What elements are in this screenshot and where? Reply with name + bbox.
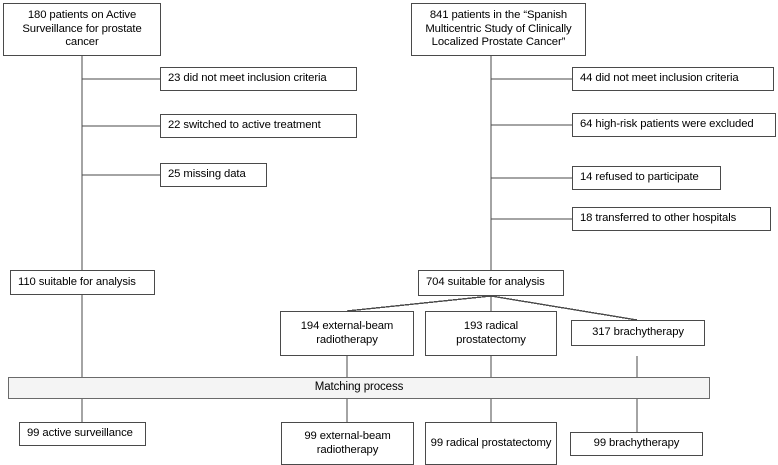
- exclusion-right-2-label: 64 high-risk patients were excluded: [580, 118, 754, 131]
- treatment-arm-1-label: 194 external-beam radiotherapy: [300, 319, 394, 346]
- exclusion-left-2-label: 22 switched to active treatment: [168, 119, 321, 132]
- matched-arm-prostatectomy: 99 radical prostatectomy: [425, 422, 557, 465]
- source-box-left: 180 patients on Active Surveillance for …: [3, 3, 161, 56]
- exclusion-right-3-label: 14 refused to participate: [580, 171, 699, 184]
- matched-arm-4-label: 99 brachytherapy: [593, 437, 680, 450]
- exclusion-right-4-label: 18 transferred to other hospitals: [580, 212, 737, 225]
- treatment-arm-brachytherapy: 317 brachytherapy: [571, 320, 705, 346]
- matched-arm-2-label: 99 external-beam radiotherapy: [304, 429, 391, 456]
- matched-arm-active-surveillance: 99 active surveillance: [19, 422, 146, 446]
- analysis-left-label: 110 suitable for analysis: [18, 275, 136, 288]
- analysis-box-right: 704 suitable for analysis: [418, 270, 564, 296]
- exclusion-box-right-4: 18 transferred to other hospitals: [572, 207, 771, 231]
- exclusion-box-left-3: 25 missing data: [160, 163, 267, 187]
- exclusion-box-left-2: 22 switched to active treatment: [160, 114, 357, 138]
- treatment-arm-prostatectomy: 193 radical prostatectomy: [425, 311, 557, 356]
- analysis-right-label: 704 suitable for analysis: [426, 276, 545, 289]
- source-right-label: 841 patients in the “Spanish Multicentri…: [425, 9, 572, 49]
- exclusion-left-3-label: 25 missing data: [168, 168, 246, 181]
- matched-arm-external-beam: 99 external-beam radiotherapy: [281, 422, 414, 465]
- matched-arm-brachytherapy: 99 brachytherapy: [570, 432, 703, 456]
- exclusion-box-right-1: 44 did not meet inclusion criteria: [572, 67, 774, 91]
- fan-line-left: [346, 295, 492, 312]
- matching-process-label: Matching process: [314, 381, 404, 394]
- source-left-label: 180 patients on Active Surveillance for …: [22, 9, 142, 49]
- treatment-arm-2-label: 193 radical prostatectomy: [456, 319, 526, 346]
- exclusion-right-1-label: 44 did not meet inclusion criteria: [580, 72, 739, 85]
- exclusion-box-right-2: 64 high-risk patients were excluded: [572, 113, 776, 137]
- matched-arm-1-label: 99 active surveillance: [27, 427, 133, 440]
- exclusion-left-1-label: 23 did not meet inclusion criteria: [168, 72, 327, 85]
- exclusion-box-right-3: 14 refused to participate: [572, 166, 721, 190]
- exclusion-box-left-1: 23 did not meet inclusion criteria: [160, 67, 357, 91]
- matching-process-banner: Matching process: [8, 377, 710, 399]
- source-box-right: 841 patients in the “Spanish Multicentri…: [411, 3, 586, 56]
- matched-arm-3-label: 99 radical prostatectomy: [430, 436, 552, 449]
- treatment-arm-3-label: 317 brachytherapy: [592, 326, 684, 339]
- treatment-arm-external-beam: 194 external-beam radiotherapy: [280, 311, 414, 356]
- analysis-box-left: 110 suitable for analysis: [10, 270, 155, 295]
